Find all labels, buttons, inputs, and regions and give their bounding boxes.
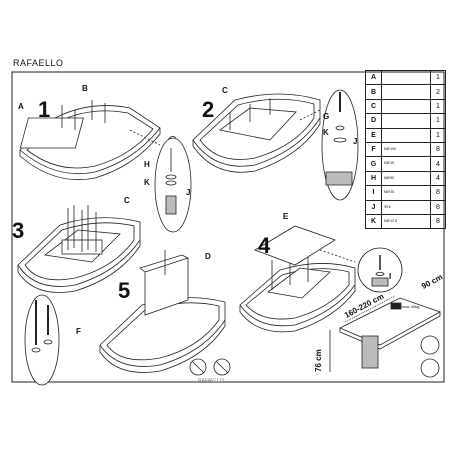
part-letter: D xyxy=(365,113,382,129)
part-letter: I xyxy=(365,185,382,201)
part-letter: H xyxy=(365,170,382,187)
part-size-tag: M8*100 xyxy=(384,146,397,151)
step1-illustration xyxy=(19,100,161,181)
label-j-step2: J xyxy=(353,137,358,146)
step-number-2: 2 xyxy=(202,97,215,122)
part-size-tag: M8*25 xyxy=(384,190,395,195)
part-qty: 1 xyxy=(430,98,446,115)
label-i: I xyxy=(389,272,392,281)
step-number-1: 1 xyxy=(38,97,51,122)
label-f: F xyxy=(76,327,81,336)
label-j-step1: J xyxy=(186,188,191,197)
part-letter: E xyxy=(365,127,382,143)
part-picture: M8*25 xyxy=(381,185,431,201)
part-picture xyxy=(381,84,431,100)
label-k-step1: K xyxy=(144,178,150,187)
step3-illustration xyxy=(17,205,141,293)
step-number-5: 5 xyxy=(118,278,131,303)
step3-detail-callout xyxy=(24,294,60,386)
label-d: D xyxy=(205,252,211,261)
part-letter: G xyxy=(365,156,382,172)
step4-illustration xyxy=(239,225,356,333)
part-picture: M8*100 xyxy=(381,141,431,158)
part-size-tag: M8*12.5 xyxy=(384,218,398,223)
part-letter: A xyxy=(365,69,382,86)
part-qty: 1 xyxy=(430,69,446,86)
part-qty: 4 xyxy=(430,170,446,187)
label-b: B xyxy=(82,84,88,93)
label-k-step2: K xyxy=(323,128,329,137)
part-letter: K xyxy=(365,213,382,230)
part-picture: M8*55 xyxy=(381,170,431,187)
step2-illustration xyxy=(192,93,321,173)
part-picture xyxy=(381,113,431,129)
part-qty: 8 xyxy=(430,213,446,230)
part-letter: J xyxy=(365,199,382,215)
step4-detail-callout xyxy=(319,247,403,293)
step5-illustration xyxy=(99,250,226,373)
part-picture: M8*12.5 xyxy=(381,213,431,230)
part-picture: M8*15 xyxy=(381,156,431,172)
finished-table-drawing xyxy=(329,295,441,378)
dimension-height: 76 cm xyxy=(314,349,323,372)
label-e: E xyxy=(283,212,289,221)
step-number-3: 3 xyxy=(12,218,25,243)
part-qty: 8 xyxy=(430,185,446,201)
footer-code: RAFAELLO xyxy=(198,378,224,384)
part-qty: 8 xyxy=(430,199,446,215)
model-name: RAFAELLO xyxy=(13,58,64,68)
part-picture xyxy=(381,98,431,115)
step2-detail-callout xyxy=(299,89,359,201)
label-c-step3: C xyxy=(124,196,130,205)
part-size-tag: M8*55 xyxy=(384,175,395,180)
part-picture: Φ16 xyxy=(381,199,431,215)
part-qty: 1 xyxy=(430,113,446,129)
warning-icons xyxy=(189,358,231,376)
label-c-step2: C xyxy=(222,86,228,95)
max-load-note: max 40kg xyxy=(402,304,420,309)
part-qty: 4 xyxy=(430,156,446,172)
part-size-tag: Φ16 xyxy=(384,204,391,209)
label-g: G xyxy=(323,112,330,121)
step-number-4: 4 xyxy=(258,233,271,258)
part-letter: C xyxy=(365,98,382,115)
part-qty: 2 xyxy=(430,84,446,100)
part-size-tag: M8*15 xyxy=(384,161,395,166)
label-a: A xyxy=(18,102,24,111)
part-picture xyxy=(381,127,431,143)
part-qty: 8 xyxy=(430,141,446,158)
part-letter: B xyxy=(365,84,382,100)
step1-detail-callout xyxy=(129,129,192,233)
part-picture xyxy=(381,69,431,86)
label-h: H xyxy=(144,160,150,169)
part-letter: F xyxy=(365,141,382,158)
part-qty: 1 xyxy=(430,127,446,143)
